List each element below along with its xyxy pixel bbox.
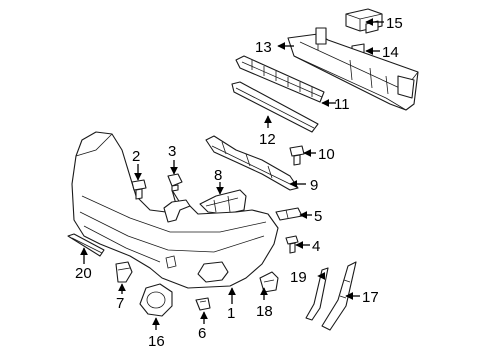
callout-9: 9 [310,177,318,194]
part-15-bracket [345,8,383,34]
leader-lines [80,18,384,330]
callout-18: 18 [256,303,273,320]
callout-11: 11 [334,96,350,113]
callout-20: 20 [75,265,92,282]
callout-8: 8 [214,167,222,184]
callout-4: 4 [312,238,320,255]
part-19-molding [305,267,329,321]
part-11-absorber [235,55,325,103]
part-16-fog-bezel [139,283,173,317]
part-9-retainer [205,135,299,191]
part-10-bolt [289,145,305,166]
callout-17: 17 [362,289,379,306]
part-12-lower-absorber [231,81,319,133]
callout-7: 7 [116,295,124,312]
part-13-reinforcement [287,27,419,111]
callout-3: 3 [168,143,176,160]
part-6-clip [195,297,211,311]
part-7-bracket [115,261,133,283]
callout-5: 5 [314,208,322,225]
callout-16: 16 [148,333,165,350]
callout-2: 2 [132,148,140,165]
part-18-bracket [259,271,279,293]
callout-12: 12 [259,131,276,148]
part-8-bracket [199,189,247,215]
part-3-clip [167,173,183,192]
callout-14: 14 [382,44,399,61]
part-5-clip [275,207,303,221]
callout-19: 19 [290,269,307,286]
callout-6: 6 [198,325,206,342]
part-1-bumper-cover [71,131,279,289]
callout-10: 10 [318,146,335,163]
callout-13: 13 [255,39,272,56]
callout-15: 15 [386,15,403,32]
callout-1: 1 [227,305,235,322]
part-17-molding [321,261,357,331]
part-20-strip [67,233,105,257]
